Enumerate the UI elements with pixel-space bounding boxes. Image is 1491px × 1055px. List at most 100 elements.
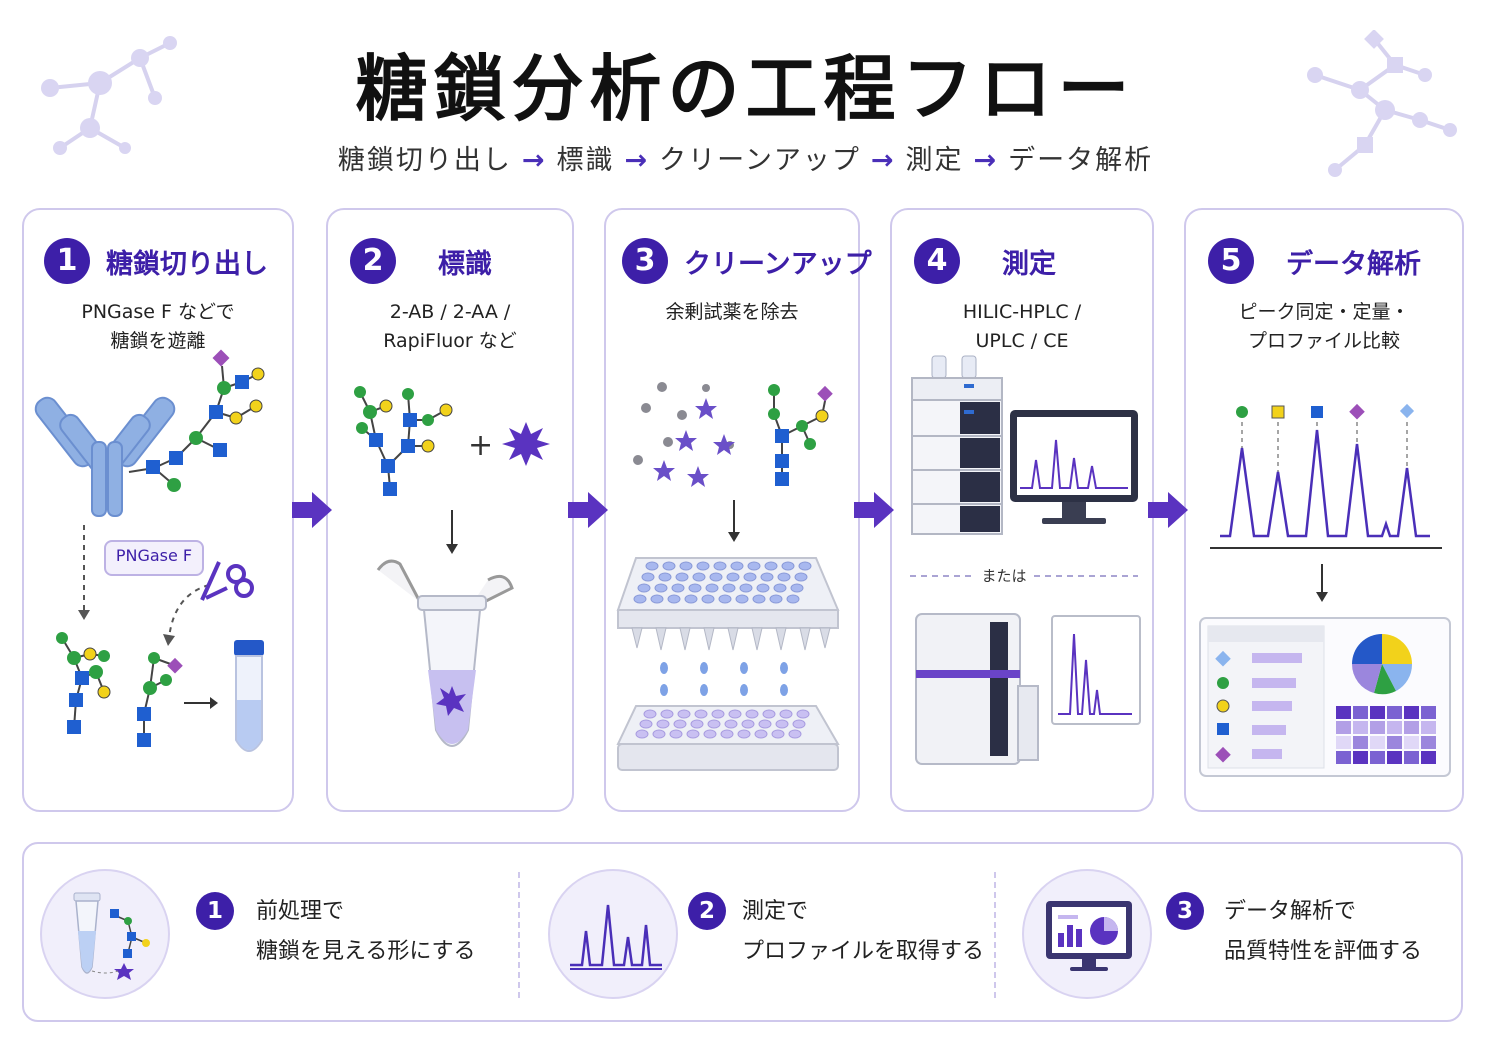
flow-arrow-icon	[1148, 492, 1188, 528]
glycan-sialic-icon	[1349, 403, 1365, 420]
plate-well	[794, 572, 808, 582]
plate-well	[735, 594, 749, 604]
subtitle-step-4: 測定	[905, 145, 964, 176]
summary-number-badge: 2	[688, 892, 726, 930]
analysis-chromatogram	[1220, 429, 1430, 538]
heatmap-cell	[1387, 721, 1402, 734]
heatmap-cell	[1336, 706, 1351, 719]
heatmap-cell	[1370, 751, 1385, 764]
summary-line: 品質特性を評価する	[1224, 939, 1423, 964]
plate-well	[730, 561, 744, 571]
step-description: PNGase F などで 糖鎖を遊離	[24, 298, 292, 356]
pie-chart-icon	[1351, 634, 1413, 695]
summary-item-2: 2 測定で プロファイルを取得する	[534, 844, 994, 1024]
heatmap-cell	[1370, 721, 1385, 734]
plate-well	[679, 561, 693, 571]
step-header: 3 クリーンアップ	[606, 238, 872, 288]
plate-well	[752, 594, 766, 604]
step-description: 余剰試薬を除去	[606, 298, 858, 327]
heatmap-cell	[1404, 721, 1419, 734]
subtitle-step-5: データ解析	[1008, 145, 1154, 176]
subtitle-arrow: →	[624, 145, 650, 176]
plate-well	[669, 729, 683, 739]
plate-well	[673, 719, 687, 729]
pngase-label-box	[104, 540, 204, 576]
plate-well	[722, 583, 736, 593]
plate-well	[701, 594, 715, 604]
glycan-glcnac-icon	[1311, 406, 1323, 418]
plate-well	[692, 572, 706, 582]
plate-well	[641, 572, 655, 582]
summary-item-3: 3 データ解析で 品質特性を評価する	[1010, 844, 1465, 1024]
step-number-badge: 4	[914, 238, 960, 284]
plate-well	[705, 583, 719, 593]
plate-well	[639, 719, 653, 729]
plate-well	[739, 583, 753, 593]
plate-well	[694, 709, 708, 719]
summary-line: 糖鎖を見える形にする	[256, 939, 476, 964]
plate-well	[771, 729, 785, 739]
summary-panel: 1 前処理で 糖鎖を見える形にする 2 測定で プロファイルを取得する	[22, 842, 1463, 1022]
step-card-3: 3 クリーンアップ 余剰試薬を除去	[604, 208, 872, 812]
plate-well	[686, 729, 700, 739]
plate-well	[662, 561, 676, 571]
plate-well	[745, 709, 759, 719]
summary-line: 前処理で	[256, 899, 345, 924]
flow-arrow-icon	[292, 492, 332, 528]
subtitle-arrow: →	[870, 145, 896, 176]
heatmap-cell	[1336, 751, 1351, 764]
heatmap-cell	[1336, 721, 1351, 734]
summary-line: 測定で	[742, 899, 809, 924]
summary-text: データ解析で 品質特性を評価する	[1224, 892, 1422, 972]
hplc-instrument-illustration	[910, 355, 1141, 765]
step-title: 測定	[1002, 249, 1056, 280]
plate-well	[671, 583, 685, 593]
plate-well	[675, 572, 689, 582]
flow-subtitle: 糖鎖切り出し→標識→クリーンアップ→測定→データ解析	[0, 138, 1491, 177]
plate-well	[747, 561, 761, 571]
step-number-badge: 2	[350, 238, 396, 284]
plate-well	[637, 583, 651, 593]
plate-well	[788, 729, 802, 739]
plate-well	[696, 561, 710, 571]
enzyme-label: PNGase F	[115, 546, 193, 565]
step-number-badge: 1	[44, 238, 90, 284]
cleanup-plate-illustration	[616, 382, 840, 771]
subtitle-step-3: クリーンアップ	[659, 145, 861, 176]
step-card-4: 4 測定 HILIC-HPLC / UPLC / CE	[890, 208, 1154, 812]
plate-well	[728, 709, 742, 719]
plate-well	[769, 594, 783, 604]
plate-well	[758, 719, 772, 729]
heatmap-cell	[1353, 751, 1368, 764]
subtitle-arrow: →	[973, 145, 999, 176]
plate-well	[720, 729, 734, 739]
plate-well	[645, 561, 659, 571]
plate-well	[677, 709, 691, 719]
summary-text: 前処理で 糖鎖を見える形にする	[256, 892, 476, 972]
step-description: HILIC-HPLC / UPLC / CE	[892, 298, 1152, 356]
tube-glycan-icon	[73, 892, 150, 980]
heatmap-cell	[1421, 736, 1436, 749]
plus-sign: +	[468, 428, 494, 463]
plate-well	[726, 572, 740, 582]
heatmap-cell	[1353, 736, 1368, 749]
heatmap-cell	[1387, 736, 1402, 749]
step-header: 1 糖鎖切り出し	[24, 238, 292, 288]
or-label: または	[981, 567, 1027, 585]
plate-well	[709, 572, 723, 582]
summary-number-badge: 3	[1166, 892, 1204, 930]
step-header: 4 測定	[892, 238, 1152, 288]
summary-line: プロファイルを取得する	[742, 939, 985, 964]
summary-divider	[994, 872, 996, 998]
heatmap-cell	[1421, 721, 1436, 734]
plate-well	[762, 709, 776, 719]
flow-arrow-icon	[568, 492, 608, 528]
plate-well	[796, 709, 810, 719]
desc-line: 2-AB / 2-AA /	[389, 301, 511, 323]
plate-well	[781, 561, 795, 571]
plate-well	[764, 561, 778, 571]
fluorescent-label-icon	[502, 422, 550, 466]
step-card-1: 1 糖鎖切り出し PNGase F などで 糖鎖を遊離	[22, 208, 294, 812]
plate-well	[633, 594, 647, 604]
heatmap-cell	[1370, 706, 1385, 719]
